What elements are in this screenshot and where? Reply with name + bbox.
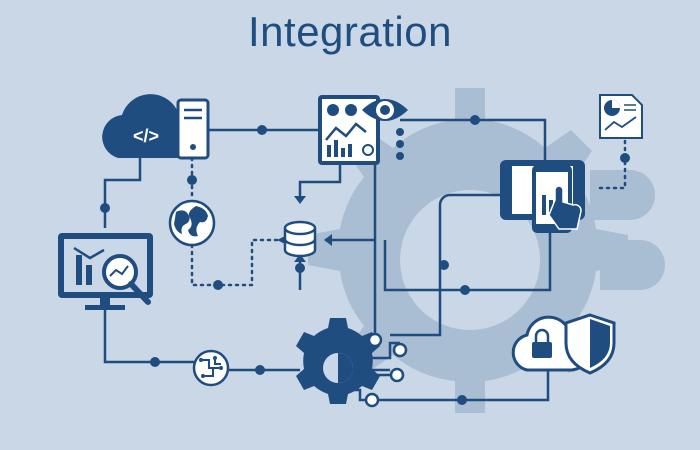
page-title: Integration xyxy=(248,8,452,55)
circuit-chip-icon xyxy=(192,349,230,387)
analytics-monitor-icon xyxy=(58,233,153,310)
document-chart-icon xyxy=(599,94,643,139)
database-icon xyxy=(283,220,317,258)
cloud-code-label: </> xyxy=(133,126,159,146)
server-icon xyxy=(176,98,210,160)
shield-icon xyxy=(564,313,616,375)
dashboard-eye-icon xyxy=(318,95,408,165)
gear-connector-icon xyxy=(296,318,408,408)
arrow-heads xyxy=(277,196,332,262)
globe-icon xyxy=(168,199,216,247)
tablet-touch-icon xyxy=(500,160,585,233)
connector-dots xyxy=(100,115,630,405)
